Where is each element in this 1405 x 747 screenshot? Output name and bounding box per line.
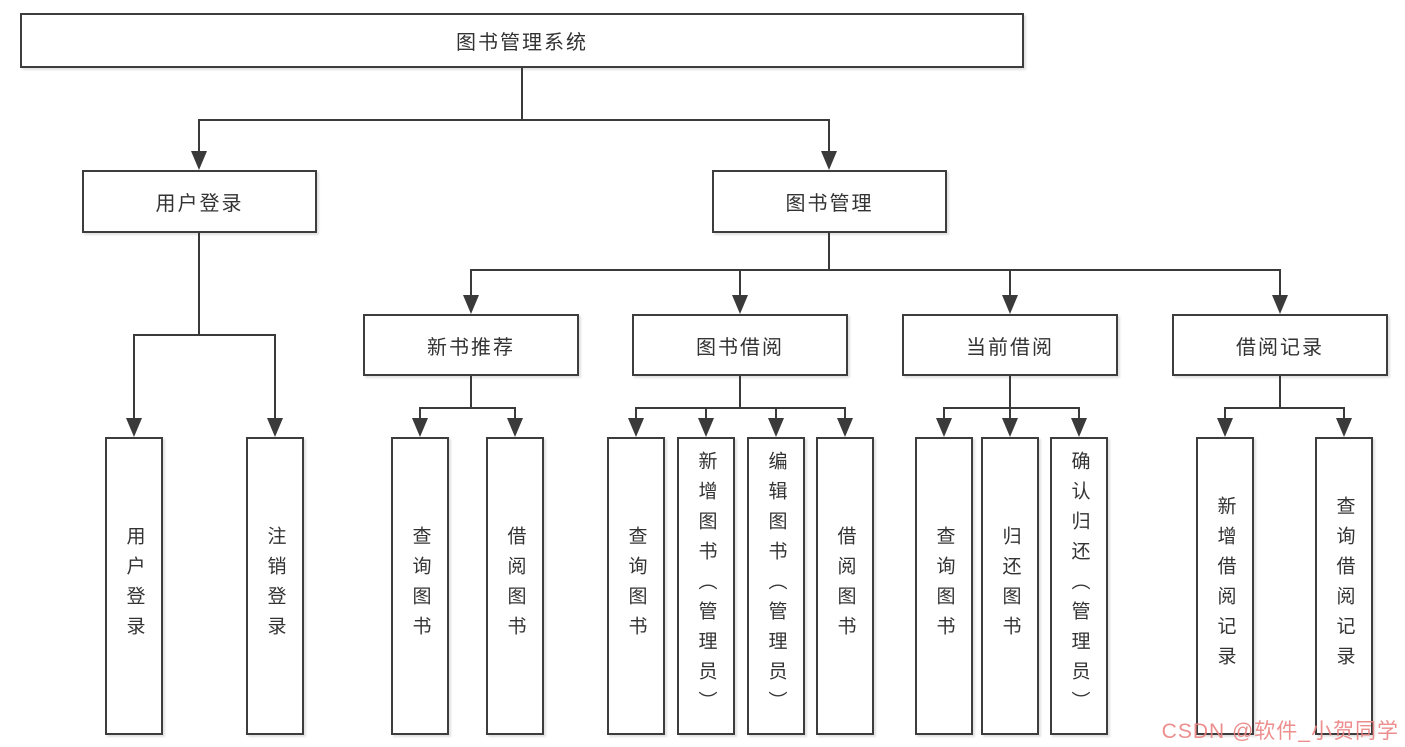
leaf-current-return-books: 归还图书 [981, 437, 1039, 735]
connector-line [419, 407, 516, 409]
connector-line [1279, 270, 1281, 297]
leaf-current-query-books-label: 查询图书 [933, 526, 955, 646]
connector-line [844, 408, 846, 420]
leaf-user-login: 用户登录 [105, 437, 163, 735]
connector-line [828, 233, 830, 270]
connector-line [943, 408, 945, 420]
connector-line [470, 270, 472, 297]
connector-line [198, 120, 200, 153]
connector-line [133, 334, 276, 336]
node-book-borrow-label: 图书借阅 [696, 336, 784, 359]
node-current-borrow: 当前借阅 [902, 314, 1118, 376]
leaf-current-return-books-label: 归还图书 [999, 526, 1021, 646]
node-current-borrow-label: 当前借阅 [966, 336, 1054, 359]
connector-line [198, 233, 200, 335]
leaf-logout: 注销登录 [246, 437, 304, 735]
node-book-management-label: 图书管理 [785, 193, 874, 215]
node-root: 图书管理系统 [20, 13, 1024, 68]
connector-line [1343, 408, 1345, 420]
arrow-down-icon [1002, 418, 1018, 437]
arrow-down-icon [1071, 418, 1087, 437]
leaf-recommend-query-books: 查询图书 [391, 437, 449, 735]
connector-line [943, 407, 1080, 409]
arrow-down-icon [837, 418, 853, 437]
leaf-current-confirm-return-admin-label: 确认归还（管理员） [1068, 451, 1090, 721]
leaf-current-query-books: 查询图书 [915, 437, 973, 735]
node-root-label: 图书管理系统 [456, 32, 588, 54]
arrow-down-icon [1217, 418, 1233, 437]
arrow-down-icon [412, 418, 428, 437]
leaf-borrow-query-books-label: 查询图书 [625, 526, 647, 646]
connector-line [133, 335, 135, 420]
connector-line [470, 269, 1281, 271]
connector-line [470, 376, 472, 408]
node-new-book-recommend-label: 新书推荐 [427, 336, 515, 359]
arrow-down-icon [1336, 418, 1352, 437]
node-borrow-record: 借阅记录 [1172, 314, 1388, 376]
leaf-borrow-borrow-books: 借阅图书 [816, 437, 874, 735]
leaf-borrow-borrow-books-label: 借阅图书 [834, 526, 856, 646]
leaf-borrow-edit-books-admin-label: 编辑图书（管理员） [765, 451, 787, 721]
connector-line [705, 408, 707, 420]
connector-line [1279, 376, 1281, 408]
connector-line [1224, 407, 1345, 409]
leaf-record-query-label: 查询借阅记录 [1333, 496, 1355, 676]
leaf-recommend-borrow-books: 借阅图书 [486, 437, 544, 735]
arrow-down-icon [628, 418, 644, 437]
connector-line [635, 407, 846, 409]
leaf-borrow-add-books-admin-label: 新增图书（管理员） [695, 451, 717, 721]
node-book-management: 图书管理 [712, 170, 947, 233]
connector-line [1078, 408, 1080, 420]
leaf-borrow-query-books: 查询图书 [607, 437, 665, 735]
connector-line [828, 120, 830, 153]
arrow-down-icon [463, 295, 479, 314]
arrow-down-icon [698, 418, 714, 437]
node-user-login-label: 用户登录 [155, 193, 244, 215]
arrow-down-icon [267, 418, 283, 437]
node-user-login: 用户登录 [82, 170, 317, 233]
arrow-down-icon [1002, 295, 1018, 314]
connector-line [1009, 408, 1011, 420]
connector-line [1224, 408, 1226, 420]
arrow-down-icon [732, 295, 748, 314]
connector-line [198, 119, 830, 121]
arrow-down-icon [191, 151, 207, 170]
connector-line [775, 408, 777, 420]
connector-line [739, 376, 741, 408]
connector-line [274, 335, 276, 420]
leaf-borrow-edit-books-admin: 编辑图书（管理员） [747, 437, 805, 735]
leaf-record-add: 新增借阅记录 [1196, 437, 1254, 735]
connector-line [1009, 376, 1011, 408]
connector-line [514, 408, 516, 420]
leaf-recommend-query-books-label: 查询图书 [409, 526, 431, 646]
leaf-borrow-add-books-admin: 新增图书（管理员） [677, 437, 735, 735]
leaf-logout-label: 注销登录 [264, 526, 286, 646]
arrow-down-icon [936, 418, 952, 437]
connector-line [419, 408, 421, 420]
leaf-record-add-label: 新增借阅记录 [1214, 496, 1236, 676]
leaf-user-login-label: 用户登录 [123, 526, 145, 646]
connector-line [521, 68, 523, 120]
csdn-watermark: CSDN @软件_小贺同学 [1161, 720, 1399, 743]
connector-line [1009, 270, 1011, 297]
node-new-book-recommend: 新书推荐 [363, 314, 579, 376]
arrow-down-icon [821, 151, 837, 170]
node-book-borrow: 图书借阅 [632, 314, 848, 376]
arrow-down-icon [507, 418, 523, 437]
arrow-down-icon [768, 418, 784, 437]
connector-line [635, 408, 637, 420]
leaf-record-query: 查询借阅记录 [1315, 437, 1373, 735]
leaf-recommend-borrow-books-label: 借阅图书 [504, 526, 526, 646]
arrow-down-icon [126, 418, 142, 437]
leaf-current-confirm-return-admin: 确认归还（管理员） [1050, 437, 1108, 735]
node-borrow-record-label: 借阅记录 [1236, 336, 1324, 359]
connector-line [739, 270, 741, 297]
arrow-down-icon [1272, 295, 1288, 314]
